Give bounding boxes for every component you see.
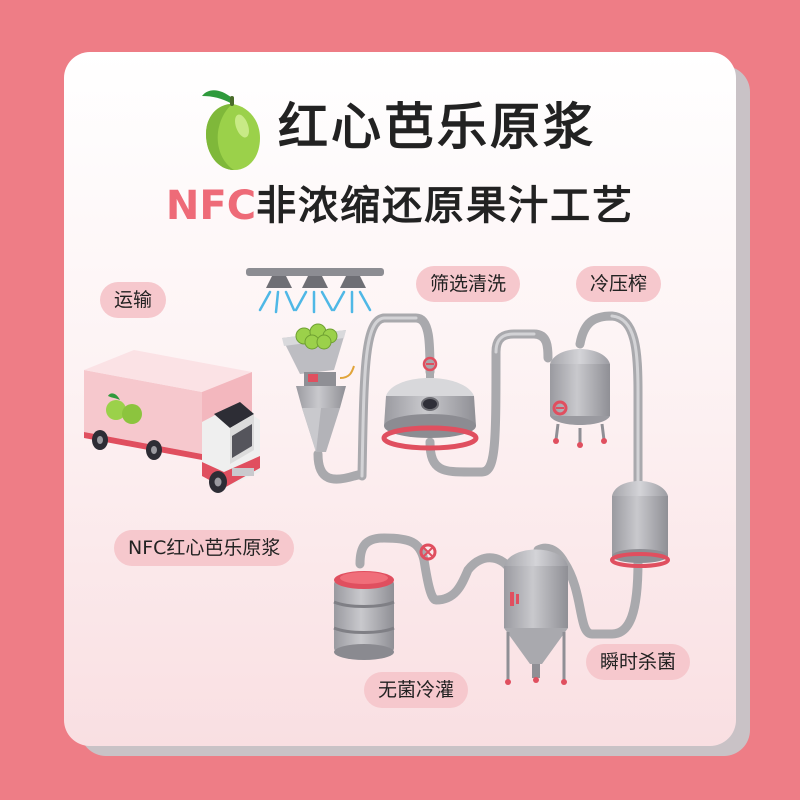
step-label-sterilize: 瞬时杀菌 [586,644,691,680]
juice-barrel-icon [333,571,395,660]
page-subtitle: NFC非浓缩还原果汁工艺 [64,180,736,232]
filling-silo-icon [504,549,568,685]
valve-icon [422,356,438,372]
title-row: 红心芭乐原浆 [64,84,736,174]
step-label-transport: 运输 [100,282,167,318]
truck-guava-decal [106,393,142,424]
flow-valve-icon [419,543,437,561]
hopper-sorter-icon [282,323,355,452]
sterilizer-tank-icon [610,481,670,568]
page-title: 红心芭乐原浆 [278,98,596,156]
step-label-aseptic-fill: 无菌冷灌 [364,672,469,708]
pipe-highlight [360,314,640,484]
step-label-cold-press: 冷压榨 [576,266,662,302]
process-diagram [84,268,670,685]
subtitle-nfc: NFC [165,183,257,229]
spray-bar [246,268,384,314]
subtitle-text: 非浓缩还原果汁工艺 [256,183,635,229]
guava-icon [202,90,260,170]
step-label-nfc-product: NFC红心芭乐原浆 [114,530,295,566]
cold-press-tank-icon [550,349,610,448]
infographic-card: 红心芭乐原浆 NFC非浓缩还原果汁工艺 [64,52,736,746]
step-label-sort-wash: 筛选清洗 [416,266,521,302]
truck-icon [84,350,260,493]
washing-tank-icon [381,362,479,451]
